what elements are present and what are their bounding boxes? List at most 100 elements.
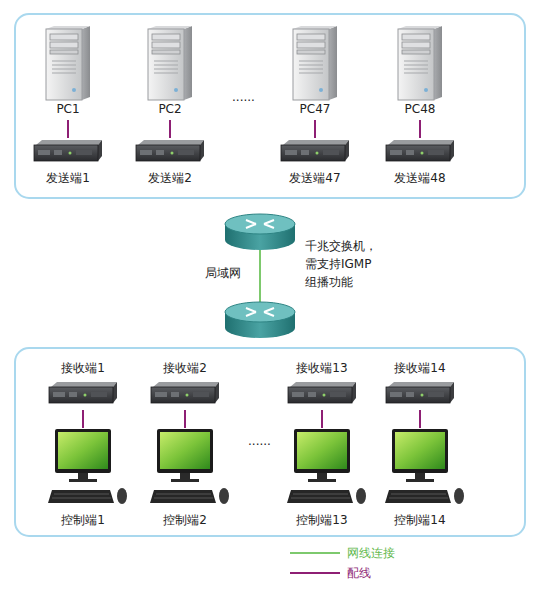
- drive-bay: [297, 34, 325, 40]
- drive-bay: [50, 42, 78, 48]
- spacer: [28, 162, 108, 170]
- free-label: 局域网: [205, 264, 255, 282]
- keyboard: [385, 490, 451, 503]
- device-icon: [32, 138, 104, 162]
- node-label: 控制端1: [38, 512, 128, 528]
- drive-bay: [402, 34, 430, 40]
- monitor-screen: [395, 432, 445, 469]
- device-front: [136, 145, 200, 161]
- device-panel: [428, 150, 444, 155]
- legend-text: 配线: [347, 565, 371, 581]
- mouse: [356, 488, 366, 504]
- node-label: 发送端1: [28, 170, 108, 186]
- node-label: 接收端13: [282, 360, 362, 376]
- vent-line: [154, 69, 178, 70]
- server-front: [398, 29, 434, 100]
- device-front: [386, 387, 450, 403]
- device-port: [156, 150, 164, 155]
- legend-text: 网线连接: [347, 545, 395, 561]
- server-icon: [38, 25, 98, 101]
- vent-line: [52, 69, 76, 70]
- monitor-neck: [180, 473, 190, 479]
- power-led: [72, 88, 76, 92]
- vent-line: [52, 61, 76, 62]
- router-top: [225, 302, 295, 322]
- spacer: [130, 162, 210, 170]
- server-node: PC47: [285, 25, 345, 120]
- monitor-stand: [171, 479, 199, 482]
- wiring-line: [419, 120, 421, 138]
- keyboard-keys: [291, 498, 350, 499]
- workstation-icon: [375, 428, 465, 512]
- drive-bay: [402, 42, 430, 48]
- wiring-line: [82, 410, 84, 428]
- device-front: [386, 145, 450, 161]
- device-node: 发送端2: [130, 138, 210, 190]
- node-label: 发送端48: [380, 170, 460, 186]
- server-node: PC48: [390, 25, 450, 120]
- device-icon: [149, 380, 221, 404]
- device-panel: [330, 392, 346, 397]
- device-side: [215, 382, 219, 403]
- device-icon: [134, 138, 206, 162]
- device-led: [171, 152, 174, 155]
- server-front: [148, 29, 184, 100]
- keyboard-keys: [154, 498, 213, 499]
- spacer: [145, 376, 225, 380]
- vent-line: [154, 73, 178, 74]
- free-label: 千兆交换机， 需支持IGMP 组播功能: [305, 237, 381, 291]
- device-side: [352, 382, 356, 403]
- mouse: [219, 488, 229, 504]
- device-led: [421, 394, 424, 397]
- drive-bay: [152, 34, 180, 40]
- device-port: [406, 392, 414, 397]
- device-led: [69, 152, 72, 155]
- power-led: [319, 88, 323, 92]
- legend-sample-line: [290, 572, 340, 574]
- node-label: 接收端14: [380, 360, 460, 376]
- device-port: [285, 150, 297, 155]
- keyboard-keys: [293, 494, 348, 495]
- device-side: [345, 140, 349, 161]
- spacer: [380, 376, 460, 380]
- vent-line: [299, 65, 323, 66]
- workstation-node: 控制端2: [140, 428, 230, 530]
- server-node: PC2: [140, 25, 200, 120]
- device-port: [406, 150, 414, 155]
- keyboard-keys: [391, 494, 446, 495]
- device-side: [450, 140, 454, 161]
- workstation-icon: [277, 428, 367, 512]
- device-icon: [279, 138, 351, 162]
- workstation-icon: [140, 428, 230, 512]
- device-node: 接收端1: [43, 360, 123, 410]
- device-led: [316, 152, 319, 155]
- vent-line: [299, 73, 323, 74]
- server-icon: [390, 25, 450, 101]
- vent-line: [299, 61, 323, 62]
- monitor-frame: [55, 429, 111, 473]
- device-node: 接收端14: [380, 360, 460, 410]
- node-label: PC1: [38, 101, 98, 117]
- node-label: 接收端1: [43, 360, 123, 376]
- free-label: ......: [232, 88, 272, 106]
- device-side: [113, 382, 117, 403]
- spacer: [380, 162, 460, 170]
- drive-bay: [152, 50, 180, 54]
- node-label: 接收端2: [145, 360, 225, 376]
- wiring-line: [321, 410, 323, 428]
- receiver-group-band: [15, 348, 525, 536]
- power-led: [174, 88, 178, 92]
- server-side: [184, 26, 192, 100]
- router-icon: [225, 302, 295, 338]
- device-node: 发送端48: [380, 138, 460, 190]
- device-icon: [384, 138, 456, 162]
- mouse: [117, 488, 127, 504]
- drive-bay: [297, 42, 325, 48]
- vent-line: [52, 65, 76, 66]
- device-port: [308, 392, 316, 397]
- vent-line: [404, 61, 428, 62]
- device-top: [388, 382, 454, 387]
- keyboard-keys: [52, 498, 111, 499]
- keyboard-keys: [54, 494, 109, 495]
